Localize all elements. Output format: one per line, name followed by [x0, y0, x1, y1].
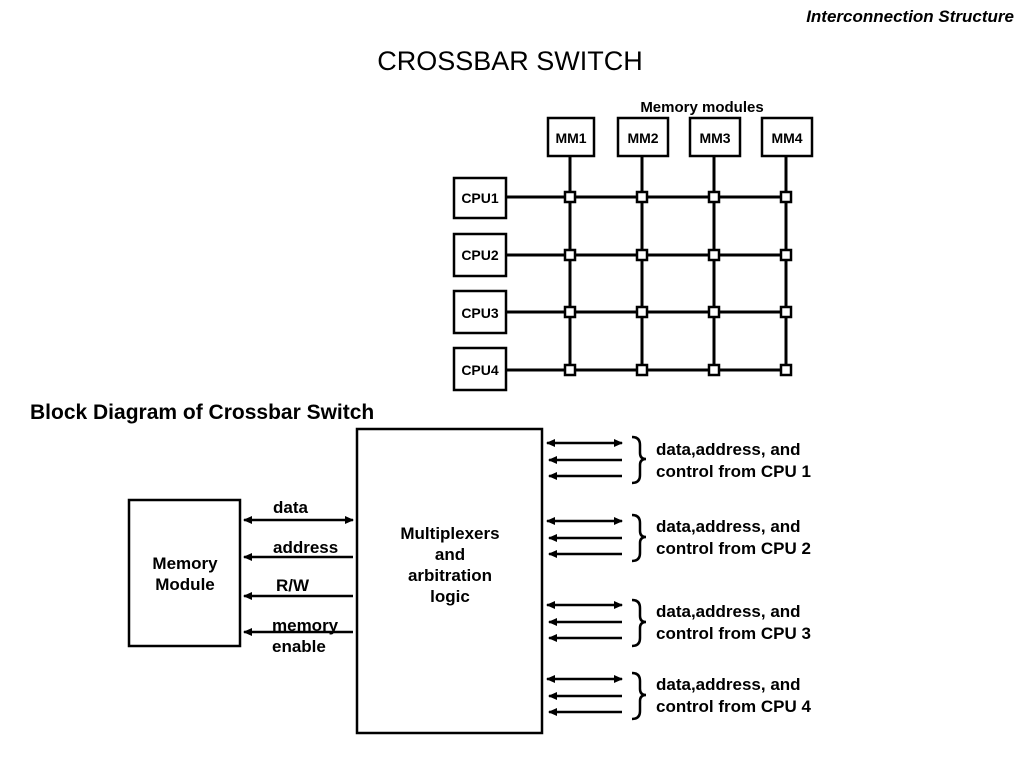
cpu1-label: CPU1 [461, 190, 499, 206]
crosspoint-cpu1-mm3 [707, 190, 721, 204]
cpu3-box: CPU3 [452, 289, 508, 335]
cpu4-group-line2: control from CPU 4 [656, 697, 811, 716]
mm4-label: MM4 [771, 130, 802, 146]
cpu4-group-line1: data,address, and [656, 675, 801, 694]
mm1-label: MM1 [555, 130, 586, 146]
crosspoint-cpu1-mm1 [563, 190, 577, 204]
cpu4-box: CPU4 [452, 346, 508, 392]
cpu2-group-line2: control from CPU 2 [656, 539, 811, 558]
cpu2-brace [631, 513, 647, 563]
block-diagram-heading: Block Diagram of Crossbar Switch [30, 401, 374, 424]
cpu4-label: CPU4 [461, 362, 499, 378]
section-header: Interconnection Structure [806, 7, 1014, 26]
cpu2-box: CPU2 [452, 232, 508, 278]
crosspoint-cpu2-mm2 [635, 248, 649, 262]
crosspoint-cpu4-mm4 [779, 363, 793, 377]
mm2-box: MM2 [616, 116, 670, 158]
cpu1-brace [631, 435, 647, 485]
crossbar-vertical-wires [568, 156, 788, 370]
memory-enable-label-line2: enable [272, 637, 326, 656]
crosspoint-cpu4-mm2 [635, 363, 649, 377]
cpu1-box: CPU1 [452, 176, 508, 220]
cpu3-group-line1: data,address, and [656, 602, 801, 621]
cpu-boxes: CPU1 CPU2 CPU3 CPU4 [452, 176, 508, 392]
mux-label-line4: logic [430, 587, 470, 606]
crosspoint-cpu3-mm2 [635, 305, 649, 319]
data-signal-label: data [273, 498, 309, 517]
crosspoint-cpu3-mm4 [779, 305, 793, 319]
cpu2-signal-group: data,address, and control from CPU 2 [546, 513, 811, 563]
cpu3-signal-group: data,address, and control from CPU 3 [546, 598, 811, 648]
crosspoint-cpu3-mm3 [707, 305, 721, 319]
cpu1-group-line1: data,address, and [656, 440, 801, 459]
cpu1-group-line2: control from CPU 1 [656, 462, 811, 481]
mm2-label: MM2 [627, 130, 658, 146]
rw-signal-label: R/W [276, 576, 310, 595]
memory-module-label-line1: Memory [152, 554, 218, 573]
crosspoint-cpu1-mm4 [779, 190, 793, 204]
memory-module-label-line2: Module [155, 575, 215, 594]
crosspoint-cpu2-mm1 [563, 248, 577, 262]
crossbar-horizontal-wires [506, 195, 786, 372]
crosspoint-cpu4-mm1 [563, 363, 577, 377]
address-signal-label: address [273, 538, 338, 557]
cpu4-signal-group: data,address, and control from CPU 4 [546, 671, 811, 721]
mm1-box: MM1 [546, 116, 596, 158]
mux-label-line2: and [435, 545, 465, 564]
crosspoint-cpu2-mm4 [779, 248, 793, 262]
memory-signal-arrows [243, 516, 354, 636]
mm3-box: MM3 [688, 116, 742, 158]
slide-title: CROSSBAR SWITCH [377, 46, 643, 76]
mux-label-line3: arbitration [408, 566, 492, 585]
memory-module-boxes: MM1 MM2 MM3 MM4 [546, 116, 814, 158]
cpu2-group-line1: data,address, and [656, 517, 801, 536]
crosspoint-nodes [563, 190, 793, 377]
cpu2-label: CPU2 [461, 247, 499, 263]
mm3-label: MM3 [699, 130, 730, 146]
mux-label-line1: Multiplexers [400, 524, 499, 543]
crosspoint-cpu3-mm1 [563, 305, 577, 319]
cpu3-brace [631, 598, 647, 648]
cpu1-signal-group: data,address, and control from CPU 1 [546, 435, 811, 485]
memory-modules-label: Memory modules [640, 99, 763, 116]
memory-enable-label-line1: memory [272, 616, 339, 635]
multiplexer-box: Multiplexers and arbitration logic [355, 427, 544, 735]
cpu4-brace [631, 671, 647, 721]
crosspoint-cpu2-mm3 [707, 248, 721, 262]
memory-module-box: Memory Module [127, 498, 242, 648]
cpu3-label: CPU3 [461, 305, 499, 321]
mm4-box: MM4 [760, 116, 814, 158]
crosspoint-cpu1-mm2 [635, 190, 649, 204]
crosspoint-cpu4-mm3 [707, 363, 721, 377]
cpu3-group-line2: control from CPU 3 [656, 624, 811, 643]
